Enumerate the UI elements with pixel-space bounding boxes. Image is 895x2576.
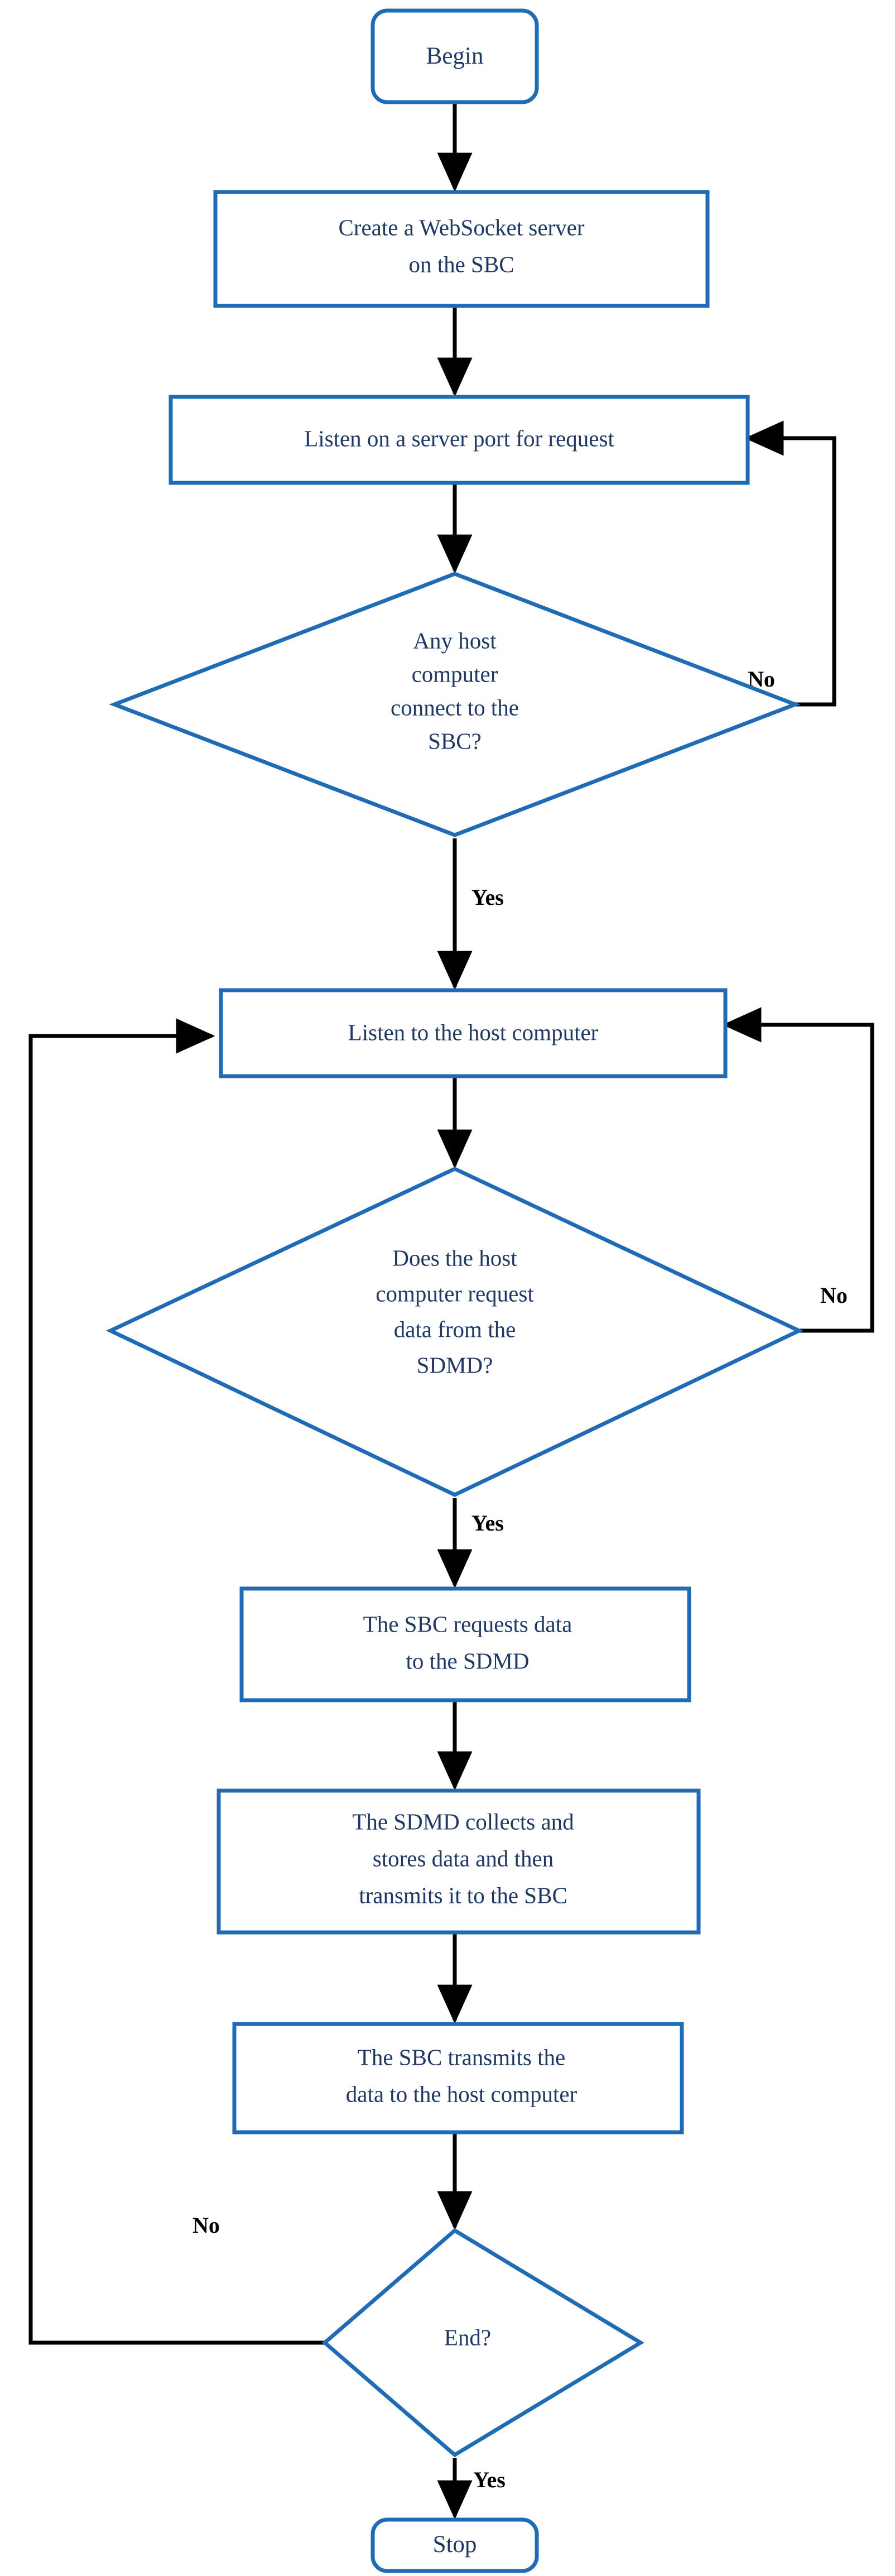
- node-listen-port[interactable]: Listen on a server port for request: [169, 395, 750, 485]
- any-host-connect-label-line1: Any host: [413, 627, 497, 653]
- edge-end-no-loopback: [28, 1018, 324, 2345]
- sbc-transmits-label-line1: The SBC transmits the: [358, 2044, 565, 2070]
- node-sdmd-collects[interactable]: The SDMD collects and stores data and th…: [216, 1788, 701, 1935]
- end-decision-shape: [321, 2228, 644, 2458]
- edge-label-request-no: No: [820, 1283, 848, 1308]
- sbc-transmits-label-line2: data to the host computer: [346, 2081, 578, 2107]
- any-host-connect-shape: [109, 572, 801, 837]
- node-stop[interactable]: Stop: [370, 2517, 539, 2573]
- node-host-request-data[interactable]: Does the host computer request data from…: [105, 1167, 804, 1497]
- edge-label-end-no: No: [193, 2213, 220, 2238]
- host-request-data-label-line3: data from the: [394, 1316, 516, 1342]
- listen-host-shape: [219, 988, 728, 1078]
- begin-shape: [370, 8, 539, 104]
- listen-port-shape: [169, 395, 750, 485]
- any-host-connect-label-line3: connect to the: [391, 694, 519, 720]
- sbc-requests-data-label-line2: to the SDMD: [406, 1648, 530, 1673]
- listen-host-label: Listen to the host computer: [348, 1019, 599, 1045]
- node-end-decision[interactable]: End?: [321, 2228, 644, 2458]
- sdmd-collects-label-line1: The SDMD collects and: [352, 1809, 574, 1834]
- stop-label: Stop: [433, 2531, 477, 2558]
- edge-any-host-no-loopback: [744, 420, 836, 707]
- sdmd-collects-label-line2: stores data and then: [373, 1845, 554, 1871]
- host-request-data-label-line4: SDMD?: [417, 1352, 493, 1378]
- edge-label-end-yes: Yes: [473, 2467, 506, 2492]
- host-request-data-label-line2: computer request: [376, 1280, 534, 1306]
- end-decision-label: End?: [444, 2324, 491, 2350]
- sbc-requests-data-label-line1: The SBC requests data: [363, 1611, 572, 1637]
- edge-request-no-loopback: [722, 1007, 874, 1333]
- begin-label: Begin: [426, 43, 484, 69]
- sbc-requests-data-shape: [239, 1586, 691, 1702]
- node-begin[interactable]: Begin: [370, 8, 539, 104]
- node-sbc-transmits[interactable]: The SBC transmits the data to the host c…: [232, 2022, 684, 2134]
- any-host-connect-label-line4: SBC?: [428, 728, 482, 754]
- create-server-label-line2: on the SBC: [408, 251, 514, 277]
- stop-shape: [370, 2517, 539, 2573]
- host-request-data-label-line1: Does the host: [392, 1245, 517, 1270]
- any-host-connect-label-line2: computer: [412, 661, 498, 687]
- node-any-host-connect[interactable]: Any host computer connect to the SBC?: [109, 572, 801, 837]
- host-request-data-shape: [105, 1167, 804, 1497]
- sdmd-collects-label-line3: transmits it to the SBC: [359, 1882, 567, 1908]
- sbc-transmits-shape: [232, 2022, 684, 2134]
- node-listen-host[interactable]: Listen to the host computer: [219, 988, 728, 1078]
- sdmd-collects-shape: [216, 1788, 701, 1935]
- edge-label-request-yes: Yes: [471, 1510, 504, 1536]
- listen-port-label: Listen on a server port for request: [304, 425, 614, 451]
- edge-label-any-host-yes: Yes: [471, 885, 504, 910]
- create-server-label-line1: Create a WebSocket server: [338, 214, 584, 240]
- create-server-shape: [213, 190, 710, 308]
- node-create-server[interactable]: Create a WebSocket server on the SBC: [213, 190, 710, 308]
- node-sbc-requests-data[interactable]: The SBC requests data to the SDMD: [239, 1586, 691, 1702]
